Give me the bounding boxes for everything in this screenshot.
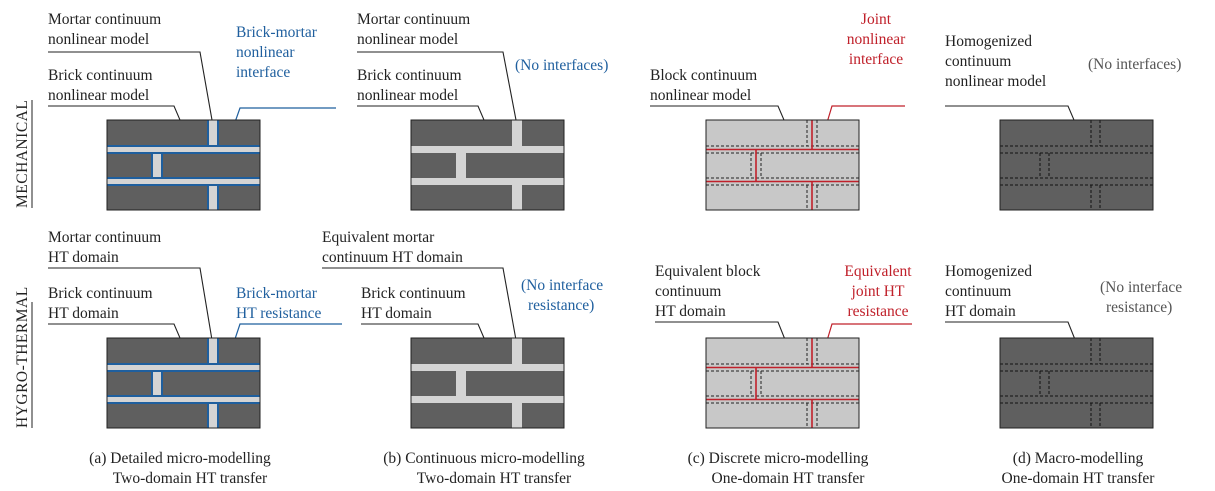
a-hygro-brick-label-l2: HT domain [48,305,119,322]
c-mech-block-label-l2: nonlinear model [650,87,751,104]
d-caption-l1: (d) Macro-modelling [1013,450,1144,467]
a-hygro-side-l2: HT resistance [236,305,321,322]
c-hygro-side-l1: Equivalent [844,263,912,280]
panel-c-mechanical: Block continuum nonlinear model Joint nonl… [650,11,906,211]
b-hygro-brick-label-l2: HT domain [361,305,432,322]
d-hygro-label-l1: Homogenized [945,263,1032,280]
a-mech-side-l3: interface [236,64,290,81]
a-mech-mortar-label-l1: Mortar continuum [48,11,161,28]
c-hygro-block-label-l3: HT domain [655,303,726,320]
b-hygro-side-l1: (No interface [521,277,603,294]
a-mech-brick-label-l2: nonlinear model [48,87,149,104]
a-mech-side-l1: Brick-mortar [236,24,318,41]
b-caption-l2: Two-domain HT transfer [417,470,572,487]
d-hygro-label-l3: HT domain [945,303,1016,320]
panel-d-mechanical: Homogenized continuum nonlinear model (No … [945,33,1181,211]
a-mech-side-l2: nonlinear [236,44,295,61]
a-caption-l1: (a) Detailed micro-modelling [89,450,271,467]
c-caption-l1: (c) Discrete micro-modelling [688,450,869,467]
d-caption-l2: One-domain HT transfer [1002,470,1156,487]
b-mech-wall [410,119,565,211]
a-hygro-brick-label-l1: Brick continuum [48,285,153,302]
c-hygro-block-label-l1: Equivalent block [655,263,761,280]
c-caption-l2: One-domain HT transfer [712,470,866,487]
a-caption-l2: Two-domain HT transfer [113,470,268,487]
c-hygro-block-label-l2: continuum [655,283,721,300]
b-caption-l1: (b) Continuous micro-modelling [383,450,585,467]
d-hygro-wall [999,337,1154,429]
a-mech-mortar-label-l2: nonlinear model [48,31,149,48]
a-hygro-side-l1: Brick-mortar [236,285,318,302]
row-title-mechanical: MECHANICAL [14,100,31,208]
d-mech-wall [999,119,1154,211]
c-mech-side-l1: Joint [861,11,892,28]
b-mech-brick-label-l1: Brick continuum [357,67,462,84]
d-hygro-side-l2: resistance) [1106,299,1172,316]
a-mech-brick-label-l1: Brick continuum [48,67,153,84]
d-mech-label-l2: continuum [945,53,1011,70]
b-mech-mortar-label-l1: Mortar continuum [357,11,470,28]
a-hygro-wall [106,337,261,429]
a-hygro-mortar-label-l1: Mortar continuum [48,229,161,246]
d-mech-label-l3: nonlinear model [945,73,1046,90]
a-mech-wall [106,119,261,211]
c-hygro-wall [705,337,860,429]
b-hygro-brick-label-l1: Brick continuum [361,285,466,302]
a-hygro-mortar-label-l2: HT domain [48,249,119,266]
row-title-hygro-thermal: HYGRO-THERMAL [14,286,31,428]
panel-a-hygro: Mortar continuum HT domain Brick continuu… [48,229,342,487]
panel-b-mechanical: Mortar continuum nonlinear model Brick co… [357,11,608,211]
c-hygro-side-l3: resistance [847,303,908,320]
b-mech-brick-label-l2: nonlinear model [357,87,458,104]
b-hygro-mortar-label-l1: Equivalent mortar [322,229,435,246]
c-mech-side-l3: interface [849,51,903,68]
b-hygro-wall [410,337,565,429]
d-hygro-label-l2: continuum [945,283,1011,300]
c-mech-wall [705,119,860,211]
panel-a-mechanical: Mortar continuum nonlinear model Brick co… [48,11,336,211]
d-hygro-side-l1: (No interface [1100,279,1182,296]
b-hygro-mortar-label-l2: continuum HT domain [322,249,463,266]
b-hygro-side-l2: resistance) [528,297,594,314]
c-mech-side-l2: nonlinear [847,31,906,48]
b-mech-side: (No interfaces) [515,57,608,74]
b-mech-mortar-label-l2: nonlinear model [357,31,458,48]
c-hygro-side-l2: joint HT [851,283,905,300]
c-mech-block-label-l1: Block continuum [650,67,757,84]
d-mech-label-l1: Homogenized [945,33,1032,50]
panel-b-hygro: Equivalent mortar continuum HT domain Bri… [322,229,603,487]
panel-c-hygro: Equivalent block continuum HT domain Equiv… [655,263,912,487]
d-mech-side: (No interfaces) [1088,56,1181,73]
panel-d-hygro: Homogenized continuum HT domain (No interf… [945,263,1182,487]
